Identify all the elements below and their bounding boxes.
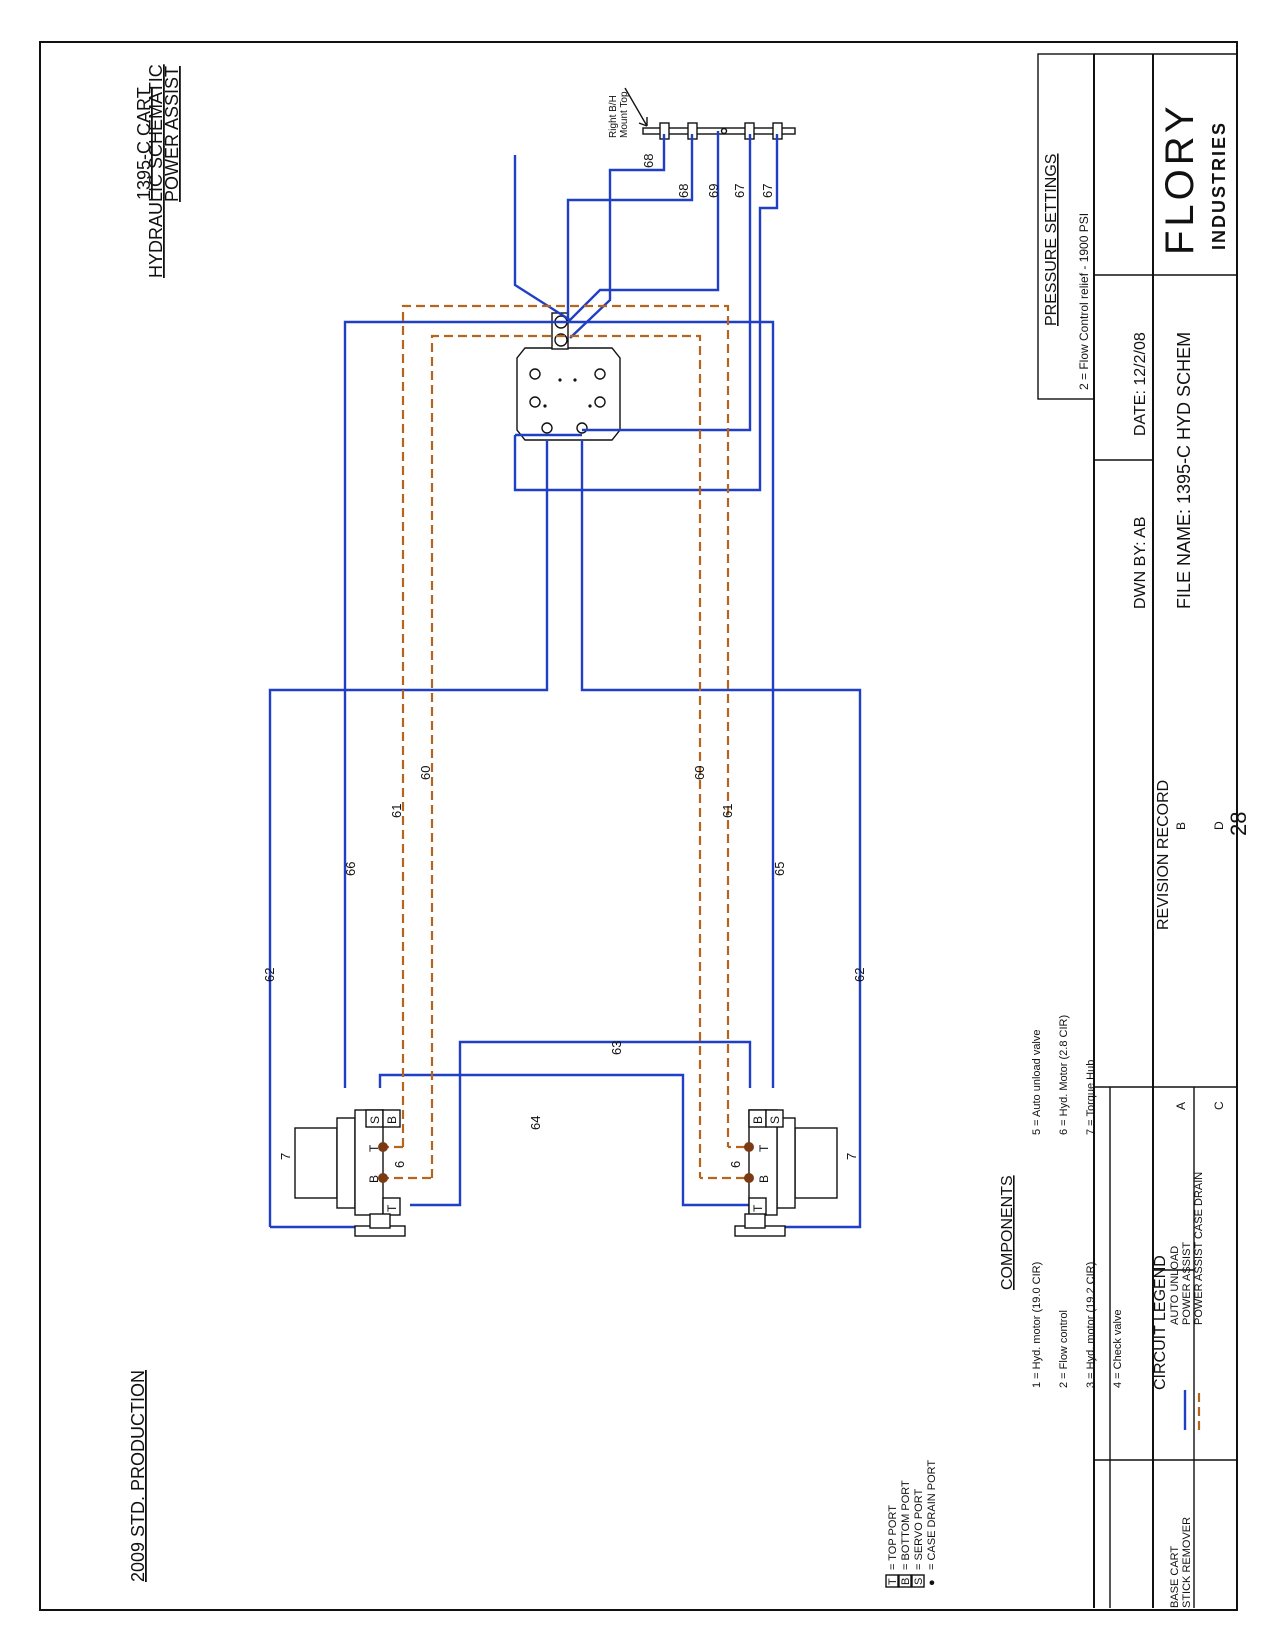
component-7: 7 = Torque Hub <box>1085 1060 1097 1135</box>
line-67b-label: 67 <box>760 184 775 198</box>
left-motor-assembly <box>294 1109 406 1237</box>
auto-unload-lines <box>268 131 862 1229</box>
drawing-date: DATE: 12/2/08 <box>1132 332 1149 436</box>
port-legend-t-label: = TOP PORT <box>887 1505 899 1570</box>
drawn-by: DWN BY: AB <box>1132 517 1149 609</box>
right-b-port-2: B <box>757 1175 771 1183</box>
line-68a-label: 68 <box>641 154 656 168</box>
left-b-port-2: B <box>367 1175 381 1183</box>
line-60b-label: 60 <box>692 766 707 780</box>
revision-record-title: REVISION RECORD <box>1155 780 1172 930</box>
line-60a-label: 60 <box>418 766 433 780</box>
circuit-legend-right-2: POWER ASSIST <box>1181 1242 1193 1325</box>
line-69-label: 69 <box>706 184 721 198</box>
drawing-title-1: 1395-C CART <box>134 87 154 200</box>
production-label: 2009 STD. PRODUCTION <box>128 1370 148 1582</box>
revision-cell-d: D <box>1212 821 1226 830</box>
right-t-port: T <box>751 1204 765 1212</box>
component-5: 5 = Auto unload valve <box>1031 1030 1043 1136</box>
right-t-port-2: T <box>757 1144 771 1152</box>
line-66-label: 66 <box>343 862 358 876</box>
left-motor-label: 6 <box>392 1161 407 1168</box>
line-65-label: 65 <box>772 862 787 876</box>
component-2: 2 = Flow control <box>1058 1310 1070 1388</box>
component-3: 3 = Hyd. motor (19.2 CIR) <box>1085 1262 1097 1388</box>
port-legend-s-label: = SERVO PORT <box>913 1489 925 1570</box>
line-64-label: 64 <box>528 1116 543 1130</box>
pressure-settings-title: PRESSURE SETTINGS <box>1043 154 1060 326</box>
right-hub-label: 7 <box>844 1153 859 1160</box>
line-63-label: 63 <box>609 1041 624 1055</box>
line-62b-label: 62 <box>852 968 867 982</box>
circuit-legend-title: CIRCUIT LEGEND <box>1152 1255 1169 1390</box>
components-title: COMPONENTS <box>999 1175 1016 1290</box>
port-legend-b-label: = BOTTOM PORT <box>900 1480 912 1570</box>
left-t-port-2: T <box>367 1144 381 1152</box>
drawing-title-3: POWER ASSIST <box>162 66 182 202</box>
line-61b-label: 61 <box>720 804 735 818</box>
revision-cell-c: C <box>1212 1101 1226 1110</box>
right-motor-label: 6 <box>728 1161 743 1168</box>
page-number: 28 <box>1226 812 1251 836</box>
bulkhead-label-1: Right B/H <box>608 95 619 138</box>
component-1: 1 = Hyd. motor (19.0 CIR) <box>1031 1262 1043 1388</box>
left-hub-label: 7 <box>278 1153 293 1160</box>
right-b-port: B <box>751 1116 765 1124</box>
port-legend-s-symbol: S <box>913 1578 925 1585</box>
case-drain-lines <box>380 304 745 1180</box>
circuit-legend-left-2: STICK REMOVER <box>1181 1517 1193 1608</box>
revision-cell-b: B <box>1174 822 1188 830</box>
company-logo-name: FLORY <box>1158 102 1202 255</box>
port-legend-dot-symbol: ● <box>926 1579 938 1586</box>
drawing-title-2: HYDRAULIC SCHEMATIC <box>146 64 166 278</box>
company-logo-sub: INDUSTRIES <box>1209 121 1229 250</box>
bulkhead-label-2: Mount Top <box>619 91 630 138</box>
file-name: FILE NAME: 1395-C HYD SCHEM <box>1174 332 1194 609</box>
line-61a-label: 61 <box>389 804 404 818</box>
right-motor-assembly <box>734 1109 838 1237</box>
left-s-port: S <box>368 1116 382 1124</box>
circuit-legend-right-1: AUTO UNLOAD <box>1169 1246 1181 1325</box>
revision-cell-a: A <box>1174 1102 1188 1110</box>
port-legend: T = TOP PORT B = BOTTOM PORT S = SERVO P… <box>885 1460 938 1588</box>
pressure-setting-item: 2 = Flow Control relief - 1900 PSI <box>1077 213 1091 390</box>
component-6: 6 = Hyd. Motor (2.8 CIR) <box>1058 1015 1070 1135</box>
left-t-port: T <box>385 1204 399 1212</box>
right-s-port: S <box>768 1116 782 1124</box>
circuit-legend-right-3: POWER ASSIST CASE DRAIN <box>1193 1172 1205 1325</box>
pressure-settings-box <box>1037 53 1095 400</box>
component-4: 4 = Check valve <box>1112 1309 1124 1388</box>
left-b-port: B <box>385 1116 399 1124</box>
circuit-legend-left-1: BASE CART <box>1169 1546 1181 1608</box>
port-legend-b-symbol: B <box>900 1578 912 1585</box>
line-68b-label: 68 <box>676 184 691 198</box>
sheet-border <box>39 41 1238 1611</box>
flow-control-valve <box>516 312 621 441</box>
line-67a-label: 67 <box>732 184 747 198</box>
port-legend-dot-label: = CASE DRAIN PORT <box>926 1460 938 1570</box>
line-62a-label: 62 <box>262 968 277 982</box>
bulkhead-arrow <box>624 87 648 127</box>
port-legend-t-symbol: T <box>887 1578 899 1585</box>
